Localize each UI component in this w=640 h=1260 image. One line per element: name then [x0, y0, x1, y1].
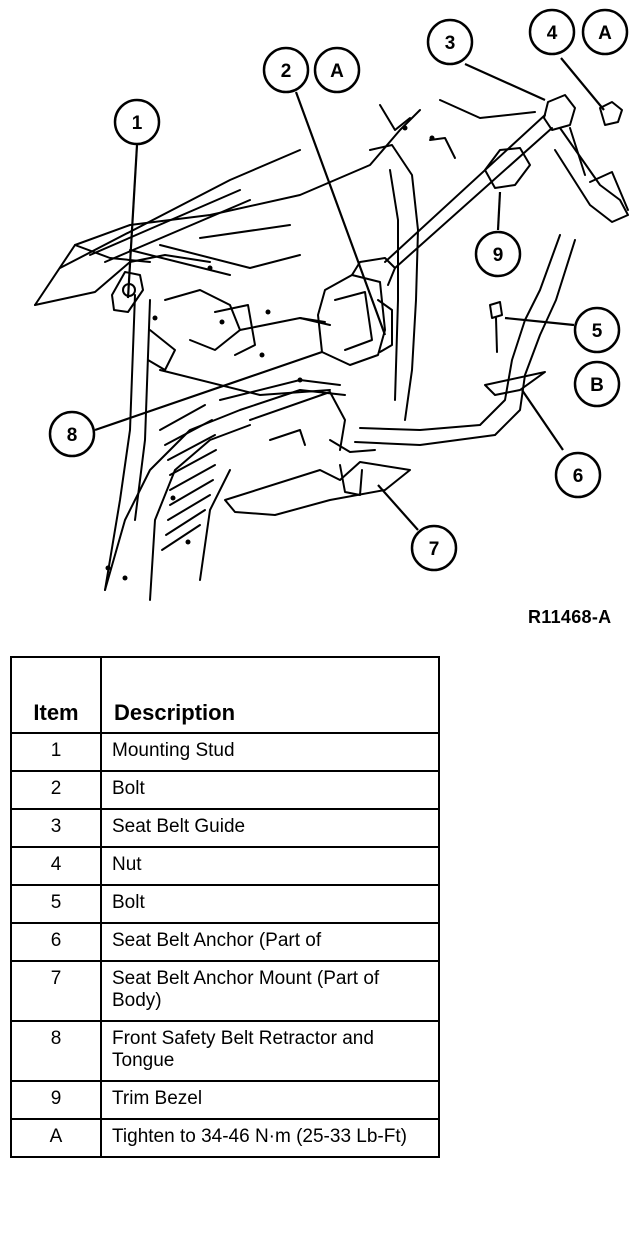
item-number: 3 — [10, 808, 102, 848]
item-description: Bolt — [100, 884, 440, 924]
roof-panel — [34, 109, 421, 306]
b-pillar — [369, 104, 419, 421]
item-description: Seat Belt Anchor Mount (Part of Body) — [100, 960, 440, 1022]
item-number: 8 — [10, 1020, 102, 1082]
svg-text:8: 8 — [67, 425, 78, 446]
item-number: 2 — [10, 770, 102, 810]
item-description: Seat Belt Anchor (Part of — [100, 922, 440, 962]
item-number: 6 — [10, 922, 102, 962]
item-description: Tighten to 34-46 N·m (25-33 Lb-Ft) — [100, 1118, 440, 1158]
belt-anchor — [354, 234, 576, 446]
belt-webbing — [384, 94, 629, 269]
belt-retractor — [299, 257, 396, 366]
item-description: Bolt — [100, 770, 440, 810]
callout-1: 1 — [113, 98, 161, 146]
callout-5-b: B — [573, 360, 621, 408]
figure-id: R11468-A — [528, 607, 612, 627]
item-description: Seat Belt Guide — [100, 808, 440, 848]
ribbed-trim — [159, 404, 217, 551]
item-description: Mounting Stud — [100, 732, 440, 772]
callout-4-a: A — [581, 8, 629, 56]
svg-text:6: 6 — [573, 466, 584, 487]
svg-text:A: A — [598, 23, 612, 44]
svg-text:1: 1 — [132, 113, 143, 134]
item-description: Trim Bezel — [100, 1080, 440, 1120]
item-number: 7 — [10, 960, 102, 1022]
svg-text:9: 9 — [493, 245, 504, 266]
item-description: Nut — [100, 846, 440, 886]
callout-5: 5 — [573, 306, 621, 354]
item-number: 4 — [10, 846, 102, 886]
item-number: A — [10, 1118, 102, 1158]
svg-text:4: 4 — [547, 23, 558, 44]
legend-header-row: Item Description — [10, 656, 440, 734]
callout-6: 6 — [554, 451, 602, 499]
callout-9: 9 — [474, 230, 522, 278]
svg-text:2: 2 — [281, 61, 292, 82]
callout-8: 8 — [48, 410, 96, 458]
callout-7: 7 — [410, 524, 458, 572]
anchor-mount — [224, 439, 411, 516]
quarter-panel — [104, 289, 346, 601]
leader-lines — [94, 57, 605, 531]
callout-2: 2 — [262, 46, 310, 94]
svg-text:3: 3 — [445, 33, 456, 54]
item-description: Front Safety Belt Retractor and Tongue — [100, 1020, 440, 1082]
item-number: 9 — [10, 1080, 102, 1120]
svg-text:A: A — [330, 61, 344, 82]
callout-3: 3 — [426, 18, 474, 66]
svg-text:B: B — [590, 375, 604, 396]
seat-belt-diagram: 1 2 A 3 4 A 5 B 6 7 8 9 — [34, 8, 629, 601]
header-item: Item — [10, 656, 102, 734]
callout-2-a: A — [313, 46, 361, 94]
fastener-dots — [105, 125, 435, 581]
header-description: Description — [100, 656, 440, 734]
item-number: 1 — [10, 732, 102, 772]
svg-text:7: 7 — [429, 539, 440, 560]
item-number: 5 — [10, 884, 102, 924]
callout-4: 4 — [528, 8, 576, 56]
svg-text:5: 5 — [592, 321, 603, 342]
